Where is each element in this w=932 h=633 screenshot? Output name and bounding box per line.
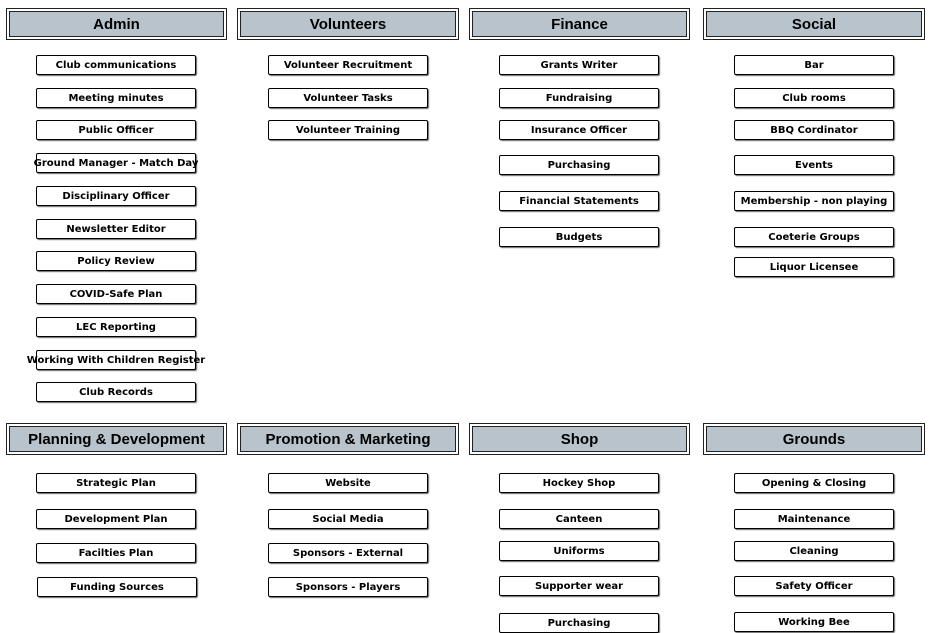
role-box: Canteen [499,509,659,529]
role-box: Club Records [36,382,196,402]
role-box: Opening & Closing [734,473,894,493]
group-header-grounds: Grounds [703,423,925,455]
role-box: Budgets [499,227,659,247]
group-header-social: Social [703,8,925,40]
role-box: Club rooms [734,88,894,108]
role-box: Safety Officer [734,576,894,596]
role-box: Public Officer [36,120,196,140]
role-box: Policy Review [36,251,196,271]
role-box: Bar [734,55,894,75]
role-box: Financial Statements [499,191,659,211]
role-box: Hockey Shop [499,473,659,493]
role-box: Funding Sources [37,577,197,597]
role-box: Development Plan [36,509,196,529]
role-box: Social Media [268,509,428,529]
role-box: Website [268,473,428,493]
group-header-shop: Shop [469,423,690,455]
role-box: Club communications [36,55,196,75]
role-box: Strategic Plan [36,473,196,493]
group-header-promotion-marketing: Promotion & Marketing [237,423,459,455]
role-box: Membership - non playing [734,191,894,211]
role-box: Purchasing [499,155,659,175]
group-header-volunteers: Volunteers [237,8,459,40]
role-box: LEC Reporting [36,317,196,337]
role-box: Coeterie Groups [734,227,894,247]
role-box: Supporter wear [499,576,659,596]
role-box: Fundraising [499,88,659,108]
group-header-finance: Finance [469,8,690,40]
role-box: BBQ Cordinator [734,120,894,140]
role-box: COVID-Safe Plan [36,284,196,304]
role-box: Facilties Plan [36,543,196,563]
role-box: Sponsors - Players [268,577,428,597]
role-box: Grants Writer [499,55,659,75]
role-box: Volunteer Recruitment [268,55,428,75]
role-box: Insurance Officer [499,120,659,140]
role-box: Uniforms [499,541,659,561]
role-box: Volunteer Tasks [268,88,428,108]
role-box: Working Bee [734,612,894,632]
role-box: Newsletter Editor [36,219,196,239]
role-box: Events [734,155,894,175]
role-box: Working With Children Register [27,350,205,370]
role-box: Maintenance [734,509,894,529]
role-box: Sponsors - External [268,543,428,563]
group-header-planning-development: Planning & Development [6,423,227,455]
role-box: Volunteer Training [268,120,428,140]
group-header-admin: Admin [6,8,227,40]
role-box: Purchasing [499,613,659,633]
role-box: Disciplinary Officer [36,186,196,206]
role-box: Cleaning [734,541,894,561]
role-box: Meeting minutes [36,88,196,108]
role-box: Ground Manager - Match Day [34,153,198,173]
role-box: Liquor Licensee [734,257,894,277]
